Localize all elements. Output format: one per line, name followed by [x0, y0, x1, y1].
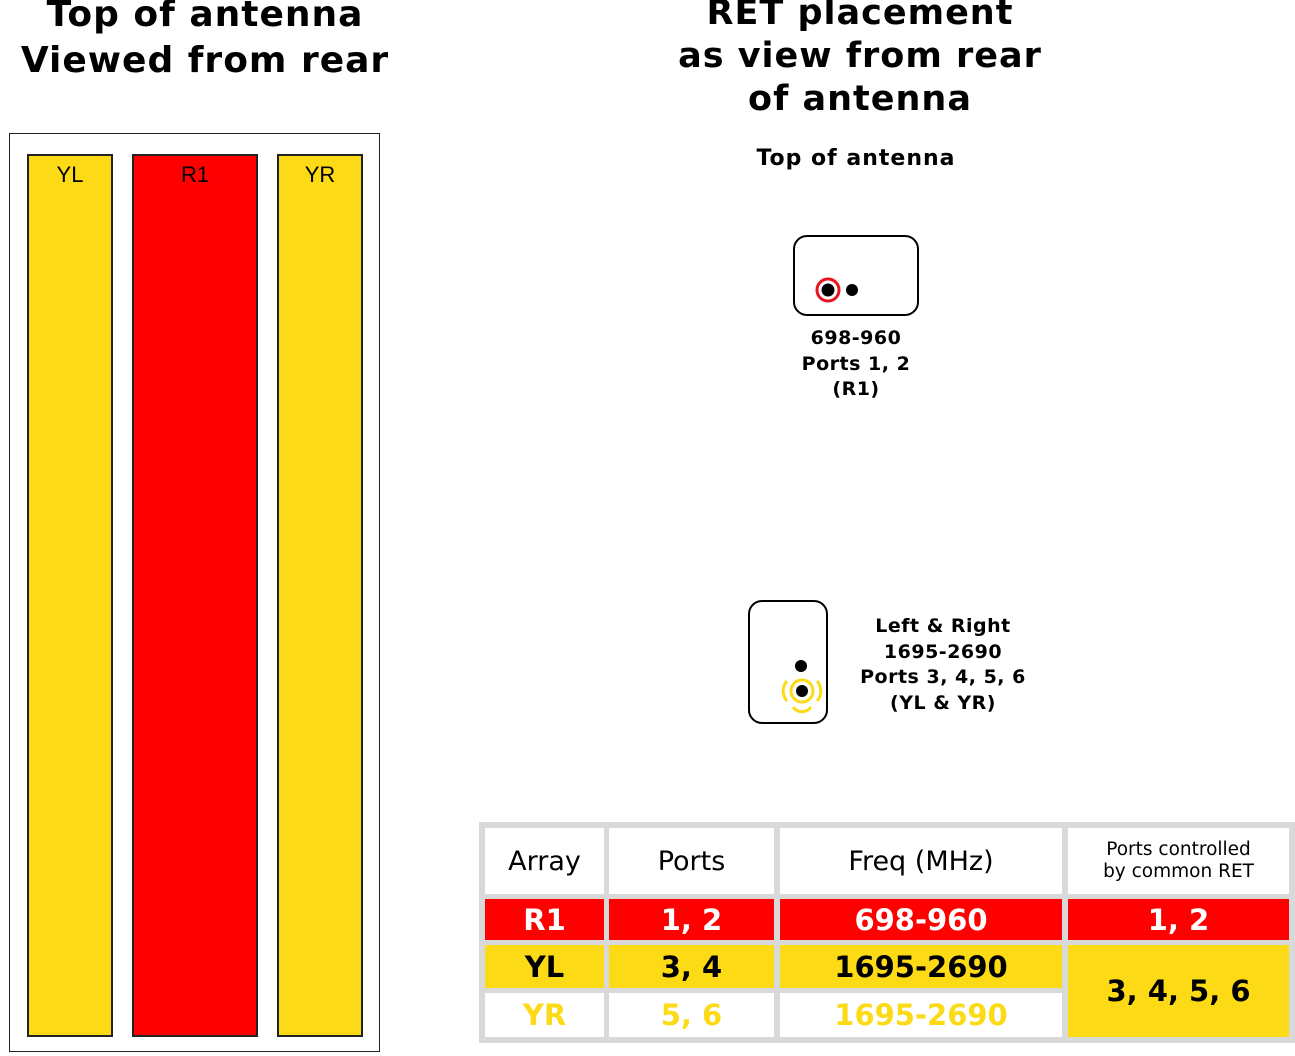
array-column-yl: YL [27, 154, 113, 1037]
port-dot-icon [846, 284, 858, 296]
ret-high-freq: 1695-2690 [883, 640, 1003, 663]
ret-active-port-icon [781, 678, 823, 714]
port-dot-icon [795, 660, 807, 672]
ret-high-side: Left & Right [875, 615, 1011, 637]
right-title-line1: RET placement [706, 0, 1014, 33]
right-title-line2: as view from rear [678, 36, 1042, 76]
table-header-ret-line2: by common RET [1103, 861, 1254, 882]
ret-low-ports: Ports 1, 2 [801, 352, 911, 375]
table-cell-ports: 5, 6 [609, 993, 774, 1037]
table-cell-ports: 1, 2 [609, 899, 774, 940]
table-header-array: Array [485, 828, 604, 894]
ret-high-ports: Ports 3, 4, 5, 6 [860, 666, 1026, 688]
ret-low-band-caption: 698-960 Ports 1, 2 (R1) [756, 326, 956, 403]
table-header-ports: Ports [609, 828, 774, 894]
table-cell-freq: 698-960 [780, 899, 1062, 940]
ret-low-freq: 698-960 [810, 327, 902, 349]
array-column-r1: R1 [132, 154, 258, 1037]
left-title-line1: Top of antenna [46, 0, 364, 35]
table-cell-ret-merged: 3, 4, 5, 6 [1068, 945, 1289, 1037]
table-cell-freq: 1695-2690 [780, 945, 1062, 988]
table-cell-ports: 3, 4 [609, 945, 774, 988]
right-title-line3: of antenna [748, 79, 972, 119]
array-column-yr: YR [277, 154, 363, 1037]
port-table: Array Ports Freq (MHz) Ports controlled … [479, 822, 1295, 1043]
table-cell-array: YR [485, 993, 604, 1037]
antenna-outline [9, 133, 380, 1052]
ret-high-arrays: (YL & YR) [890, 691, 996, 714]
ret-active-port-icon [815, 277, 841, 303]
top-of-antenna-label: Top of antenna [756, 146, 956, 171]
table-cell-array: R1 [485, 899, 604, 940]
ret-connector-panel-low-band [793, 235, 919, 316]
table-cell-ret: 1, 2 [1068, 899, 1289, 940]
left-title: Top of antenna Viewed from rear [0, 0, 410, 84]
ret-high-band-caption: Left & Right 1695-2690 Ports 3, 4, 5, 6 … [838, 614, 1048, 716]
table-header-ret-line1: Ports controlled [1106, 839, 1251, 860]
left-title-line2: Viewed from rear [20, 40, 390, 81]
ret-connector-panel-high-band [748, 600, 828, 724]
table-header-ret: Ports controlled by common RET [1068, 828, 1289, 894]
right-title: RET placement as view from rear of anten… [610, 0, 1110, 121]
table-cell-freq: 1695-2690 [780, 993, 1062, 1037]
ret-low-array: (R1) [832, 378, 880, 400]
table-header-freq: Freq (MHz) [780, 828, 1062, 894]
table-cell-array: YL [485, 945, 604, 988]
